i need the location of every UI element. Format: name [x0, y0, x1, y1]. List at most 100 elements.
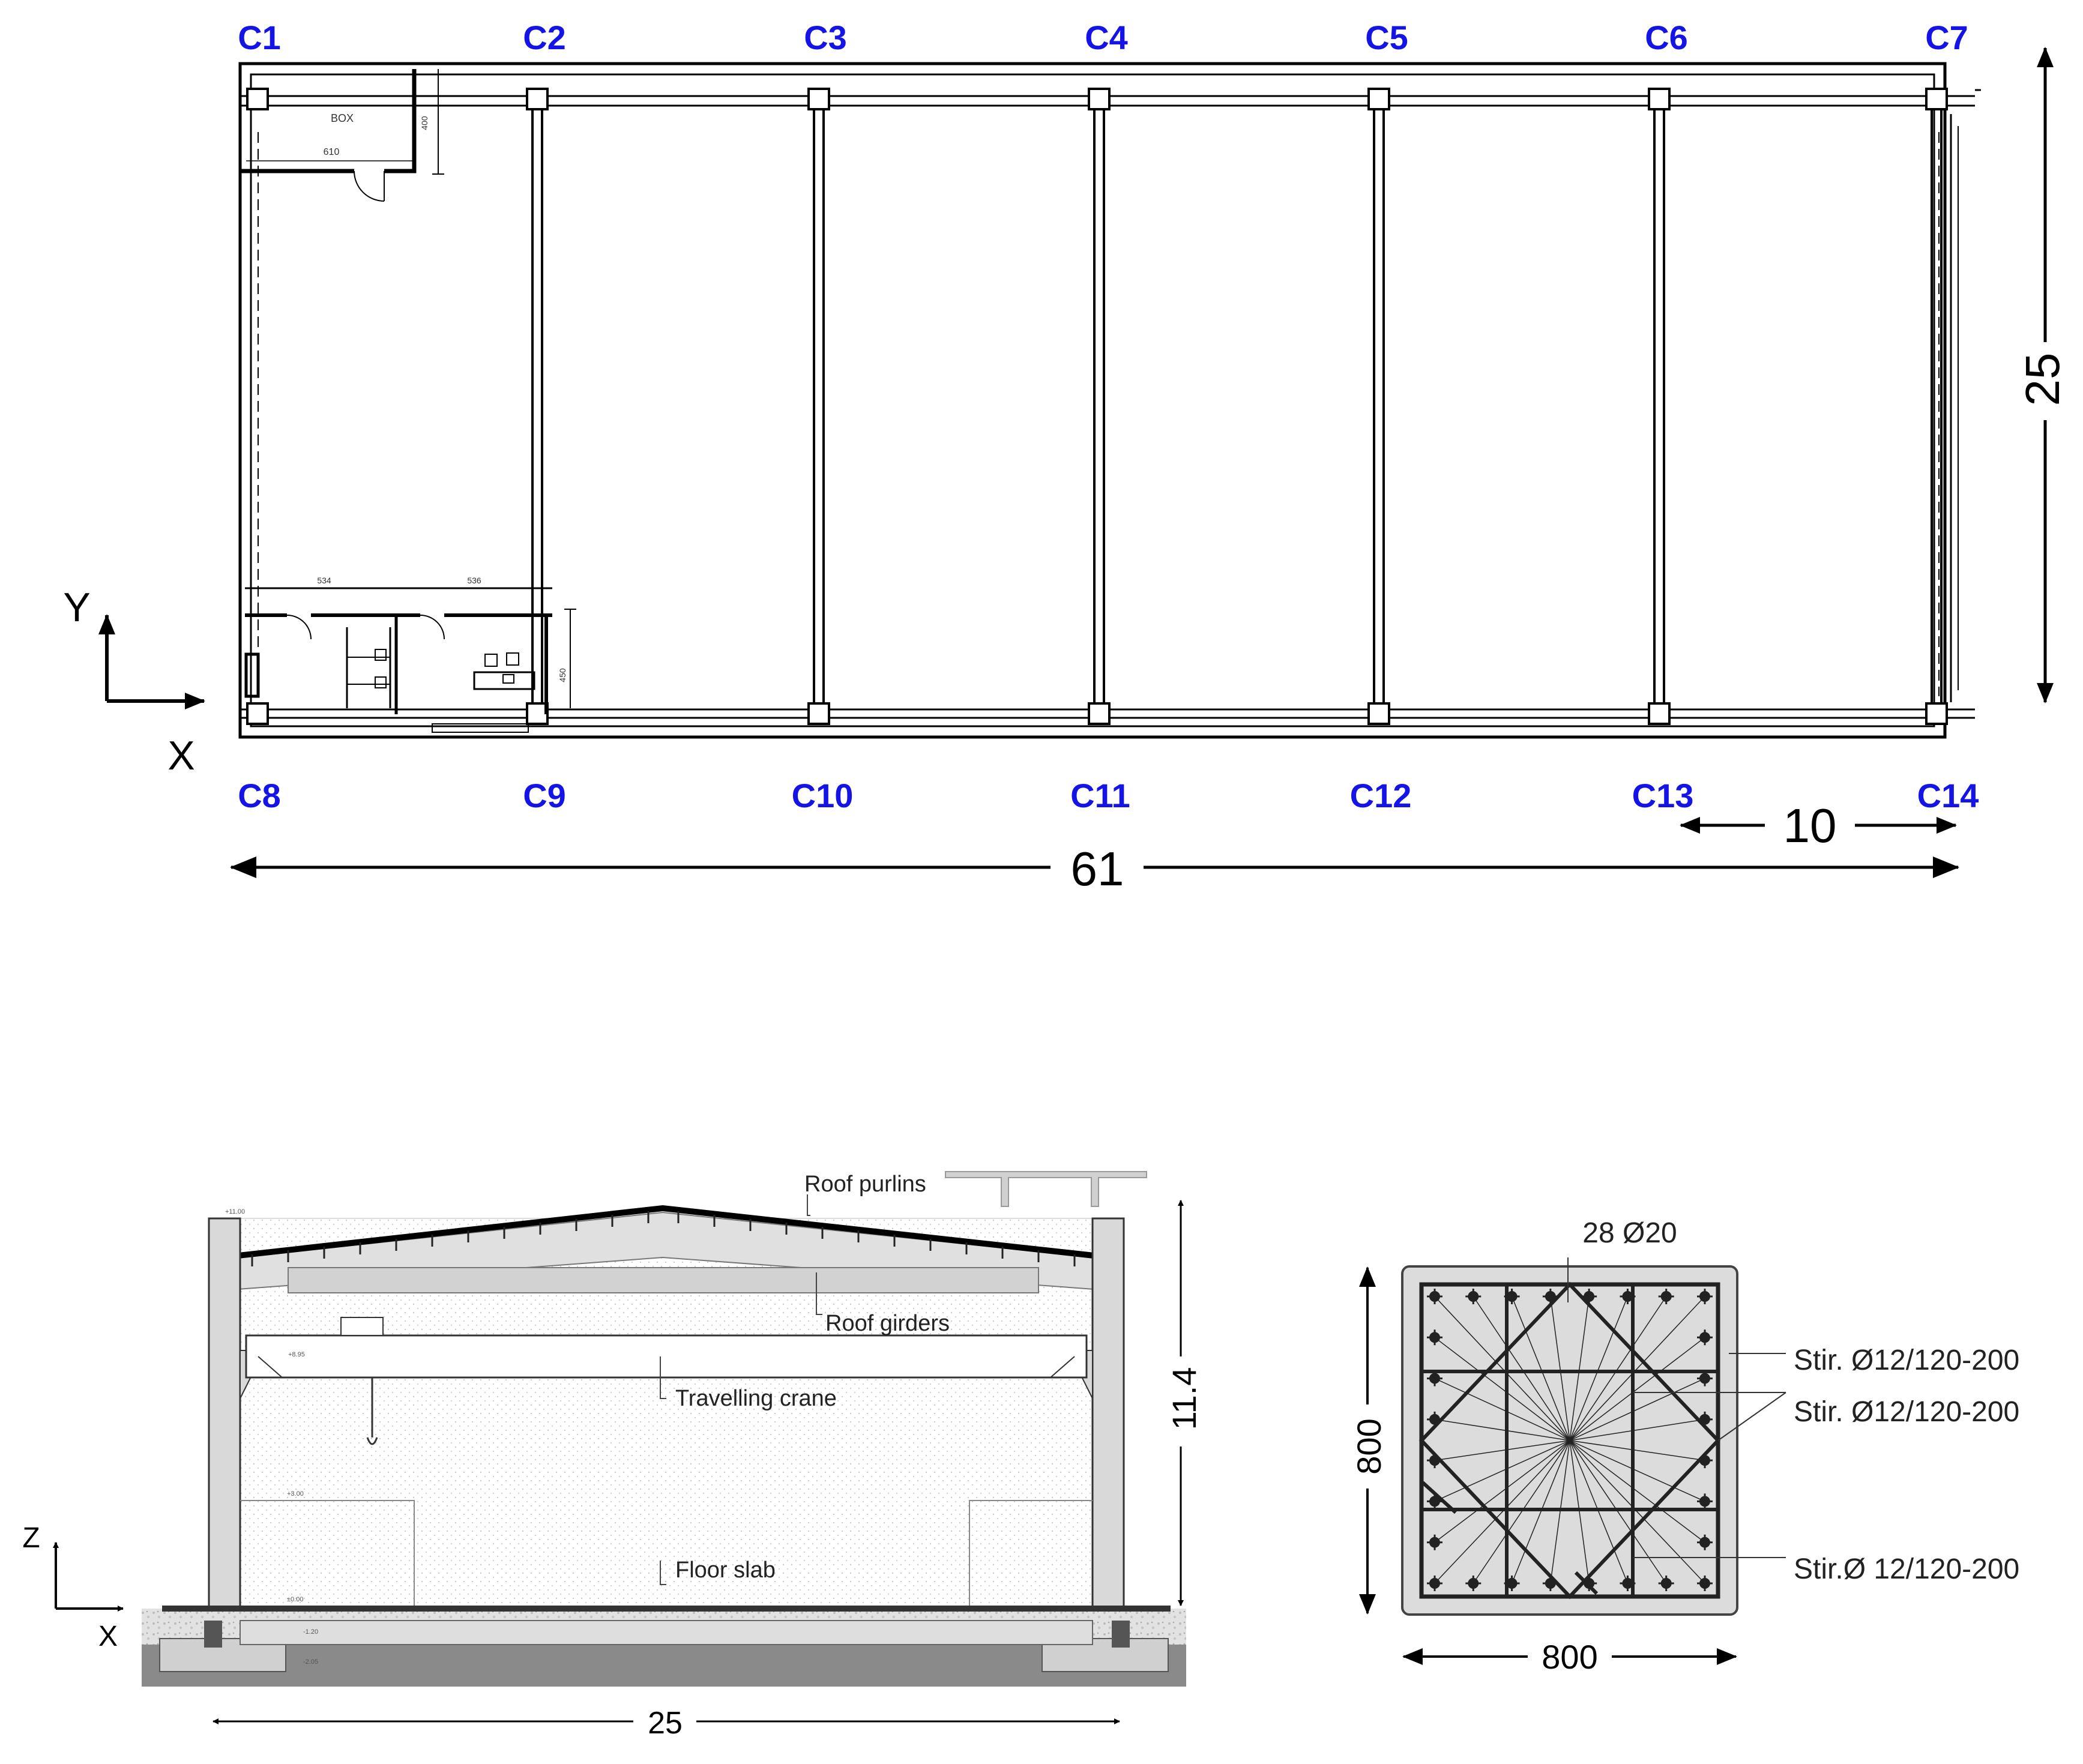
- column-label-c7: C7: [1925, 19, 1968, 56]
- plan-column-blocks: [246, 88, 1948, 725]
- rebar-bar-cross: [1427, 1452, 1442, 1469]
- rebar-leader-line: [1569, 1440, 1705, 1584]
- section-floor-slab: [162, 1606, 1171, 1612]
- plan-axis-y-label: Y: [63, 585, 90, 630]
- rebar-bar-cross: [1697, 1576, 1713, 1591]
- wc-dim-2: 536: [467, 576, 481, 585]
- rebar-bar-cross: [1581, 1289, 1597, 1304]
- section-axis-z-label: Z: [22, 1522, 40, 1554]
- rebar-bar-cross: [1697, 1452, 1713, 1469]
- rebar-bar-cross: [1697, 1534, 1713, 1550]
- level-top: +11.00: [225, 1208, 245, 1215]
- section-subbase: [240, 1620, 1093, 1645]
- rebar-leader-line: [1569, 1440, 1705, 1461]
- column-leaders: [1567, 1257, 1786, 1558]
- rebar-bar-cross: [1427, 1329, 1442, 1346]
- rebar-leader-line: [1569, 1296, 1705, 1441]
- level-foundation-2: -2.05: [303, 1658, 318, 1666]
- label-floor-slab: Floor slab: [675, 1558, 776, 1583]
- column-label-c6: C6: [1645, 19, 1688, 56]
- column-label-c3: C3: [804, 19, 847, 56]
- column-label-c2: C2: [523, 19, 566, 56]
- rebar-bar-cross: [1658, 1576, 1674, 1591]
- box-room-label: BOX: [331, 112, 354, 124]
- cross-section: +11.00 +8.95 +3.00 ±0.00 -1.20 -2.05 Roo…: [22, 1171, 1203, 1741]
- purlin-profile: [945, 1171, 1147, 1207]
- rebar-leader-line: [1550, 1440, 1570, 1584]
- column-label-c10: C10: [792, 777, 854, 814]
- column-label-c12: C12: [1350, 777, 1412, 814]
- rebar-bar-cross: [1427, 1289, 1442, 1304]
- column-stirrup-label-1: Stir. Ø12/120-200: [1794, 1344, 2019, 1376]
- column-dim-width: 800: [1542, 1638, 1597, 1676]
- column-labels: C1 C2 C3 C4 C5 C6 C7 C8 C9 C10 C11 C12 C…: [238, 19, 1979, 814]
- rebar-leader-line: [1550, 1296, 1570, 1441]
- rebar-bar-cross: [1504, 1289, 1520, 1304]
- rebar-bar-cross: [1620, 1289, 1636, 1304]
- rebar-leader-line: [1569, 1296, 1590, 1441]
- section-mezzanine: [240, 1500, 1093, 1609]
- label-roof-girders: Roof girders: [825, 1311, 950, 1336]
- column-rebar-label: 28 Ø20: [1582, 1217, 1677, 1249]
- column-dim-height: 800: [1350, 1418, 1388, 1474]
- plan-xy-axes: [98, 614, 205, 709]
- rebar-bar-cross: [1697, 1289, 1713, 1304]
- plan-dim-width: 25: [2016, 353, 2069, 406]
- section-axis-x-label: X: [98, 1621, 118, 1652]
- column-label-c11: C11: [1070, 777, 1130, 814]
- plan-wc-block: [244, 587, 576, 733]
- rebar-leader-line: [1569, 1440, 1705, 1543]
- rebar-leader-line: [1434, 1419, 1570, 1441]
- rebar-bar-cross: [1427, 1411, 1442, 1427]
- rebar-bar-cross: [1697, 1329, 1713, 1346]
- rebar-bar-cross: [1542, 1289, 1558, 1304]
- rebar-bar-cross: [1427, 1493, 1442, 1510]
- rebar-bar-cross: [1620, 1576, 1636, 1591]
- section-crane: [245, 1317, 1088, 1445]
- plan-view: BOX 610 400 534: [63, 19, 2069, 896]
- section-roof-girder-bottom: [288, 1267, 1039, 1293]
- rebar-bar-cross: [1697, 1370, 1713, 1386]
- plan-axis-x-label: X: [167, 733, 194, 778]
- rebar-leader-line: [1569, 1377, 1705, 1441]
- section-leaders: [660, 1194, 822, 1585]
- rebar-leader-line: [1569, 1296, 1629, 1441]
- level-crane: +8.95: [288, 1351, 305, 1358]
- rebar-bar-cross: [1504, 1576, 1520, 1591]
- section-purlins: [251, 1211, 1076, 1266]
- rebar-bar-cross: [1697, 1493, 1713, 1510]
- column-rebar-bars: [1427, 1289, 1713, 1591]
- rebar-leader-line: [1511, 1440, 1570, 1584]
- wc-dim-height: 450: [558, 668, 567, 682]
- section-roof-line: [222, 1205, 1111, 1260]
- rebar-bar-cross: [1427, 1576, 1442, 1591]
- rebar-leader-line: [1473, 1296, 1570, 1441]
- plan-outer-walls: [238, 62, 1981, 739]
- rebar-leader-line: [1434, 1440, 1570, 1543]
- rebar-leader-line: [1569, 1440, 1667, 1584]
- rebar-bar-cross: [1581, 1576, 1597, 1591]
- plan-dim-bay: 10: [1783, 799, 1837, 852]
- rebar-leader-line: [1473, 1440, 1570, 1584]
- level-floor: ±0.00: [287, 1596, 303, 1603]
- column-radial-lines: [1434, 1296, 1705, 1584]
- rebar-leader-line: [1434, 1440, 1570, 1461]
- wc-dim-1: 534: [317, 576, 331, 585]
- section-columns: [204, 1217, 1130, 1648]
- column-stirrup-label-2: Stir. Ø12/120-200: [1794, 1396, 2019, 1428]
- box-room-dim-height: 400: [420, 116, 429, 130]
- column-label-c13: C13: [1632, 777, 1694, 814]
- rebar-bar-cross: [1658, 1289, 1674, 1304]
- column-label-c9: C9: [523, 777, 566, 814]
- rebar-bar-cross: [1465, 1576, 1482, 1591]
- rebar-bar-cross: [1542, 1576, 1558, 1591]
- rebar-leader-line: [1569, 1440, 1590, 1584]
- column-label-c14: C14: [1917, 777, 1979, 814]
- column-label-c8: C8: [238, 777, 281, 814]
- section-zx-axes: [53, 1542, 124, 1612]
- section-levels: +11.00 +8.95 +3.00 ±0.00 -1.20 -2.05: [225, 1208, 318, 1666]
- rebar-bar-cross: [1697, 1411, 1713, 1427]
- level-mid: +3.00: [287, 1490, 304, 1498]
- rebar-leader-line: [1434, 1440, 1570, 1502]
